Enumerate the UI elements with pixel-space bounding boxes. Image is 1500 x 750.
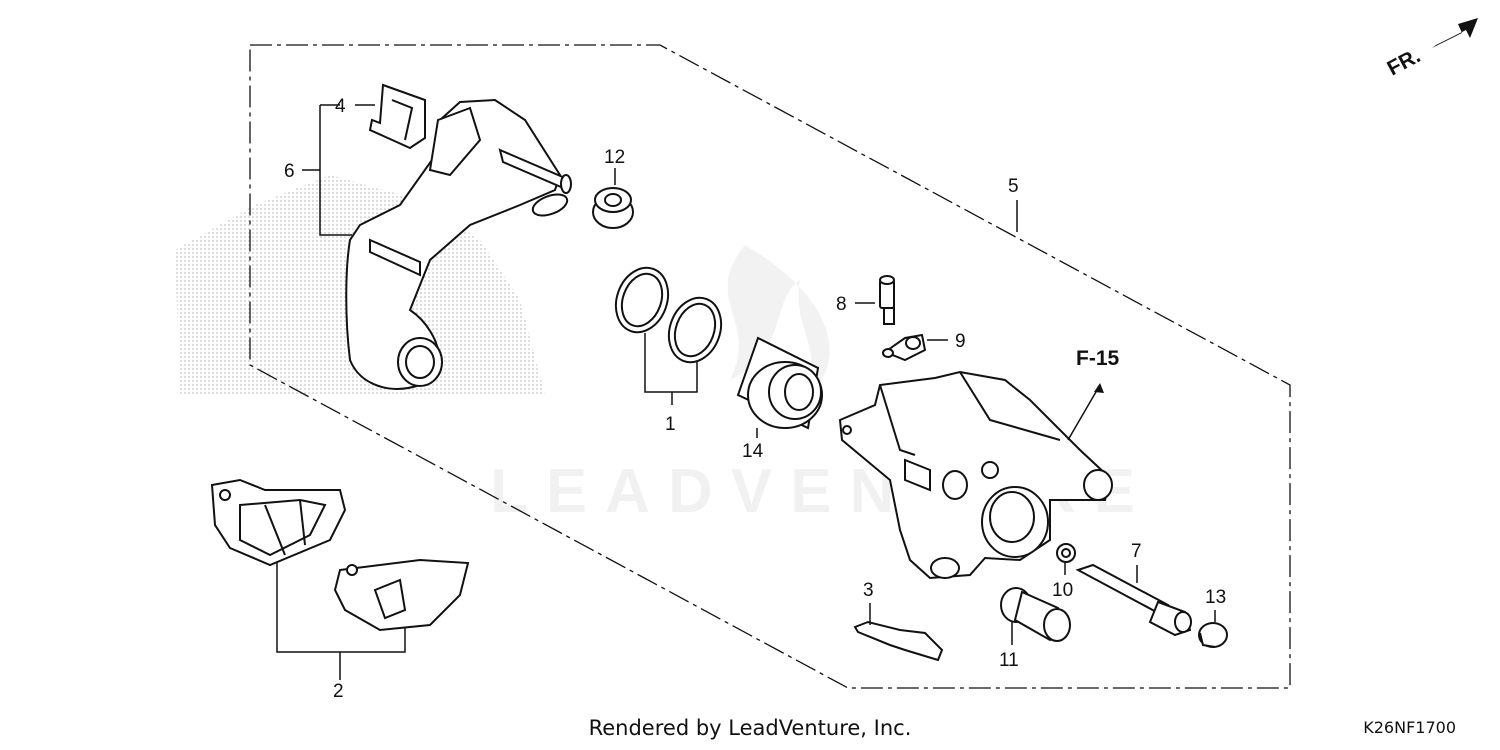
caliper-piston — [736, 336, 823, 430]
caliper-bracket — [345, 98, 572, 390]
reference-label: F-15 — [1076, 347, 1120, 370]
callout-7: 7 — [1131, 541, 1142, 562]
brake-pad-set — [210, 478, 470, 632]
front-direction-arrow: FR. — [1384, 18, 1478, 80]
caliper-body — [838, 370, 1113, 580]
bleeder-screw — [879, 275, 895, 325]
callout-12: 12 — [604, 147, 625, 168]
front-label: FR. — [1384, 44, 1425, 80]
piston-seal-set — [614, 266, 723, 364]
callout-13: 13 — [1205, 587, 1226, 608]
diagram-code: K26NF1700 — [1363, 718, 1456, 737]
assembly-outline — [249, 44, 1291, 689]
callout-6: 6 — [284, 161, 295, 182]
caliper-pin — [1075, 563, 1192, 637]
render-credit: Rendered by LeadVenture, Inc. — [588, 716, 912, 740]
callout-1: 1 — [665, 414, 676, 435]
pad-retainer-clip — [368, 83, 426, 150]
pad-spring — [853, 620, 944, 662]
callout-2: 2 — [333, 681, 344, 702]
callout-14: 14 — [742, 441, 764, 462]
callout-8: 8 — [836, 294, 847, 315]
pin-cap — [1198, 622, 1228, 648]
callout-3: 3 — [863, 580, 874, 601]
callout-4: 4 — [335, 96, 346, 117]
pin-washer — [1056, 543, 1076, 563]
callout-5: 5 — [1008, 176, 1019, 197]
bleeder-cap — [882, 333, 927, 362]
callout-labels: 4 6 12 5 8 9 F-15 1 14 7 3 10 13 11 2 — [284, 96, 1226, 702]
callout-10: 10 — [1052, 580, 1073, 601]
caliper-bolt — [1000, 587, 1071, 642]
leader-lines — [276, 104, 1216, 680]
callout-11: 11 — [999, 650, 1019, 671]
bracket-boot — [592, 187, 634, 229]
callout-9: 9 — [955, 331, 966, 352]
reference-arrow — [1094, 383, 1104, 393]
